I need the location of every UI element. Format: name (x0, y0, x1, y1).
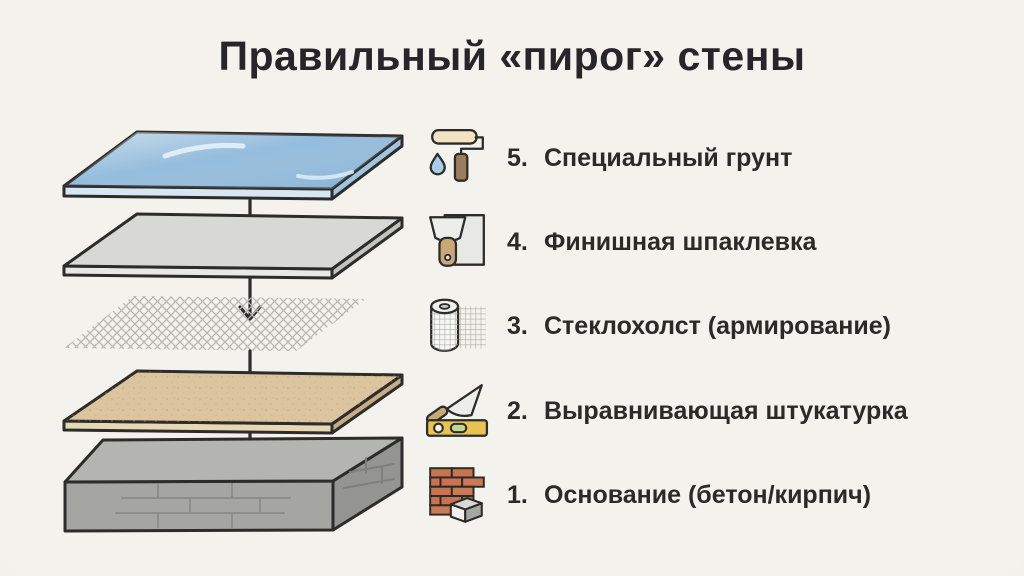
brick-sketch-side (343, 457, 395, 489)
legend-item-1: 1. Основание (бетон/кирпич) (424, 462, 871, 528)
concrete-block (449, 497, 483, 523)
legend-number: 2. (507, 396, 528, 425)
legend-item-5: 5. Специальный грунт (424, 125, 792, 191)
legend-number: 5. (507, 143, 528, 172)
legend-label: Выравнивающая штукатурка (544, 396, 908, 425)
brick-wall-icon (429, 467, 485, 523)
brick-sketch-front (115, 483, 291, 528)
trowel-level-icon (425, 384, 489, 437)
legend-item-4: 4. Финишная шпаклевка (424, 209, 816, 275)
layer-mesh (64, 296, 366, 351)
legend-number: 3. (507, 311, 528, 340)
putty-knife-icon (429, 214, 485, 267)
layer-base (63, 436, 404, 533)
paint-roller-icon (429, 129, 484, 182)
legend-label: Основание (бетон/кирпич) (544, 480, 872, 509)
legend: 5. Специальный грунт 4. Финишная шпаклев… (424, 0, 1014, 576)
legend-item-2: 2. Выравнивающая штукатурка (424, 378, 908, 444)
legend-label: Специальный грунт (544, 143, 793, 172)
fiberglass-roll-icon (430, 298, 486, 352)
layer-plaster (62, 369, 404, 435)
page-title: Правильный «пирог» стены (218, 33, 806, 79)
layer-putty (62, 212, 404, 280)
legend-number: 1. (507, 480, 528, 509)
legend-label: Стеклохолст (армирование) (544, 311, 892, 340)
legend-label: Финишная шпаклевка (544, 227, 817, 256)
legend-number: 4. (507, 227, 528, 256)
layer-primer (62, 130, 404, 201)
legend-item-3: 3. Стеклохолст (армирование) (424, 293, 891, 359)
